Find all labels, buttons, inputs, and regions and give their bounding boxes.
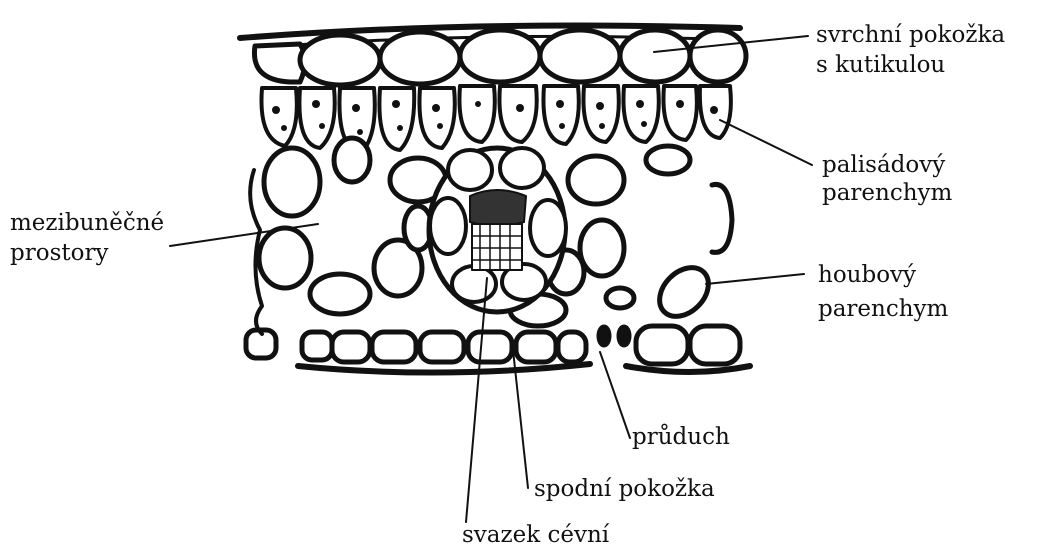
- epidermis-cell: [460, 30, 540, 82]
- lower-epidermis-cell: [332, 332, 370, 362]
- label-vascular-bundle: svazek cévní: [462, 522, 609, 548]
- label-spaces-1: mezibuněčné: [10, 210, 164, 236]
- palisade-cell: [499, 86, 536, 142]
- bundle-sheath-cell: [448, 150, 492, 190]
- label-upper-epidermis-1: svrchní pokožka: [816, 22, 1005, 48]
- vascular-bundle: [429, 148, 566, 312]
- bundle-sheath-cell: [430, 198, 466, 254]
- epidermis-cell: [690, 30, 746, 82]
- lower-epidermis-cell: [302, 332, 332, 360]
- leader-line-palisade: [720, 120, 812, 165]
- bundle-sheath-cell: [452, 266, 496, 302]
- epidermis-cell: [254, 44, 305, 82]
- spongy-cell: [310, 274, 370, 314]
- lower-epidermis-cells: [246, 326, 740, 364]
- label-lower-epidermis: spodní pokožka: [534, 476, 715, 502]
- palisade-cells: [261, 86, 730, 152]
- epidermis-cell: [300, 35, 380, 85]
- spongy-cell: [650, 258, 718, 326]
- bundle-sheath-cell: [530, 200, 566, 256]
- palisade-cell: [379, 88, 414, 150]
- label-palisade-1: palisádový: [822, 152, 945, 178]
- epidermis-cell: [620, 30, 690, 82]
- lower-cuticle-line: [298, 364, 590, 373]
- spongy-cell: [580, 220, 624, 276]
- palisade-cell: [583, 86, 618, 142]
- lower-epidermis-cell: [690, 326, 740, 364]
- palisade-cell: [623, 86, 658, 142]
- palisade-cell: [543, 86, 578, 144]
- spongy-cell: [606, 288, 634, 308]
- spongy-cell: [264, 148, 320, 216]
- spongy-cell: [646, 146, 690, 174]
- spongy-cell: [568, 156, 624, 204]
- label-upper-epidermis-2: s kutikulou: [816, 52, 945, 78]
- palisade-cell: [459, 86, 494, 142]
- palisade-cell: [419, 88, 454, 148]
- label-palisade-2: parenchym: [822, 180, 952, 206]
- lower-epidermis-cell: [558, 332, 586, 362]
- lower-cuticle-line: [626, 366, 750, 372]
- epidermis-cell: [540, 30, 620, 82]
- palisade-cell: [261, 88, 296, 146]
- lower-epidermis-cell: [468, 332, 512, 362]
- label-spaces-2: prostory: [10, 240, 108, 266]
- bundle-sheath-cell: [500, 148, 544, 188]
- spongy-cell: [259, 228, 311, 288]
- label-stoma: průduch: [632, 424, 730, 450]
- label-spongy-1: houbový: [818, 262, 916, 288]
- lower-epidermis-cell: [636, 326, 688, 364]
- palisade-cell: [663, 86, 696, 140]
- epidermis-cell: [380, 32, 460, 84]
- stoma-guard-cells: [598, 326, 630, 346]
- lower-epidermis-cell: [516, 332, 556, 362]
- lower-epidermis-cell: [420, 332, 464, 362]
- upper-epidermis-cells: [254, 30, 746, 85]
- leader-line-spongy: [706, 274, 804, 284]
- label-spongy-2: parenchym: [818, 296, 948, 322]
- lower-epidermis-cell: [372, 332, 416, 362]
- spongy-cell: [712, 184, 732, 252]
- palisade-cell: [299, 88, 334, 148]
- leader-line-vascular: [466, 278, 487, 522]
- xylem: [470, 190, 526, 226]
- spongy-cell: [334, 138, 370, 182]
